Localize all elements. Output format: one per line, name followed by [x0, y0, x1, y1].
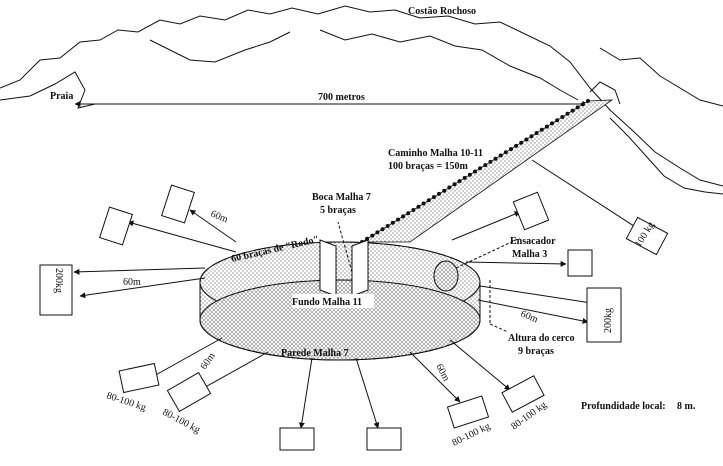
float-dot — [457, 179, 462, 184]
anchor-length-label: 60m — [519, 309, 540, 326]
float-dot — [416, 204, 421, 209]
boca-title: Boca Malha 7 — [312, 192, 371, 203]
altura-subtitle: 9 braças — [518, 346, 554, 357]
float-dot — [396, 217, 400, 222]
boca-entrance — [319, 239, 369, 297]
anchor-box — [39, 264, 73, 316]
boca-subtitle: 5 braças — [320, 205, 356, 216]
anchor-box — [567, 249, 593, 277]
costao-label: Costão Rochoso — [408, 6, 476, 17]
float-dot — [380, 227, 385, 232]
float-dot — [539, 127, 544, 132]
anchor-length-label: 60m — [198, 351, 217, 372]
float-dot — [390, 220, 395, 225]
float-dot — [544, 124, 549, 129]
anchor-box — [279, 427, 315, 451]
anchor-length-label: 60m — [209, 209, 230, 226]
anchor-box — [512, 191, 550, 231]
anchor-weight-label: 200kg — [53, 268, 64, 293]
float-dot — [498, 153, 503, 158]
anchor-box — [625, 216, 669, 256]
float-dot — [406, 211, 411, 216]
float-dot — [575, 105, 580, 110]
anchor-weight-label: 80-100 kg — [105, 390, 147, 413]
anchor-length-label: 60m — [123, 277, 141, 288]
float-dot — [534, 131, 539, 135]
praia-label: Praia — [50, 91, 73, 102]
anchor-boxes — [39, 184, 669, 451]
float-dot — [452, 182, 457, 187]
anchor-box — [161, 184, 195, 224]
float-dot — [467, 172, 472, 177]
profundidade-label: Profundidade local: — [581, 401, 666, 412]
float-dot — [370, 233, 375, 238]
float-dot — [555, 118, 560, 123]
fundo-label: Fundo Malha 11 — [292, 297, 362, 308]
float-dot — [401, 214, 406, 219]
anchor-box — [586, 287, 622, 343]
anchor-box — [166, 371, 212, 413]
anchor-length-label: 60m — [433, 362, 451, 383]
ensacador — [433, 260, 459, 292]
anchor-weight-label: 200kg — [603, 308, 614, 333]
float-dot — [375, 230, 380, 235]
float-dot — [529, 134, 534, 139]
float-dot — [385, 224, 390, 228]
float-dot — [493, 156, 498, 161]
float-dot — [431, 195, 436, 200]
float-dot — [437, 191, 441, 196]
distance-label: 700 metros — [318, 92, 365, 103]
float-dot — [488, 159, 493, 164]
anchor-box — [99, 206, 133, 246]
float-dot — [483, 163, 488, 168]
float-dot — [560, 115, 565, 119]
float-dot — [447, 185, 452, 190]
parede-label: Parede Malha 7 — [281, 348, 349, 359]
float-dot — [509, 147, 513, 152]
anchor-weight-label: 80-100 kg — [161, 407, 202, 436]
float-dot — [478, 166, 483, 171]
trap-enclosure — [199, 241, 481, 361]
anchor-box — [501, 375, 545, 413]
float-dot — [503, 150, 508, 155]
anchor-lines — [73, 159, 641, 429]
caminho-title: Caminho Malha 10-11 — [388, 148, 483, 159]
altura-title: Altura do cerco — [508, 333, 574, 344]
float-dot — [550, 121, 554, 126]
float-dot — [421, 201, 426, 206]
anchor-box — [118, 362, 160, 394]
float-dot — [514, 143, 519, 148]
ensacador-subtitle: Malha 3 — [512, 249, 547, 260]
float-dot — [426, 198, 431, 203]
ensacador-title: Ensacador — [510, 236, 556, 247]
anchor-box — [446, 395, 490, 429]
caminho-subtitle: 100 braças = 150m — [388, 161, 469, 172]
float-dot — [570, 108, 575, 113]
float-dot — [586, 99, 590, 103]
float-dot — [411, 208, 416, 212]
profundidade-value: 8 m. — [677, 401, 696, 412]
float-dot — [442, 188, 447, 193]
float-dot — [519, 140, 524, 145]
float-dot — [565, 111, 570, 116]
float-dot — [462, 175, 467, 180]
float-dot — [524, 137, 529, 142]
anchor-box — [366, 427, 402, 451]
float-dot — [580, 102, 585, 107]
float-dot — [473, 169, 477, 174]
